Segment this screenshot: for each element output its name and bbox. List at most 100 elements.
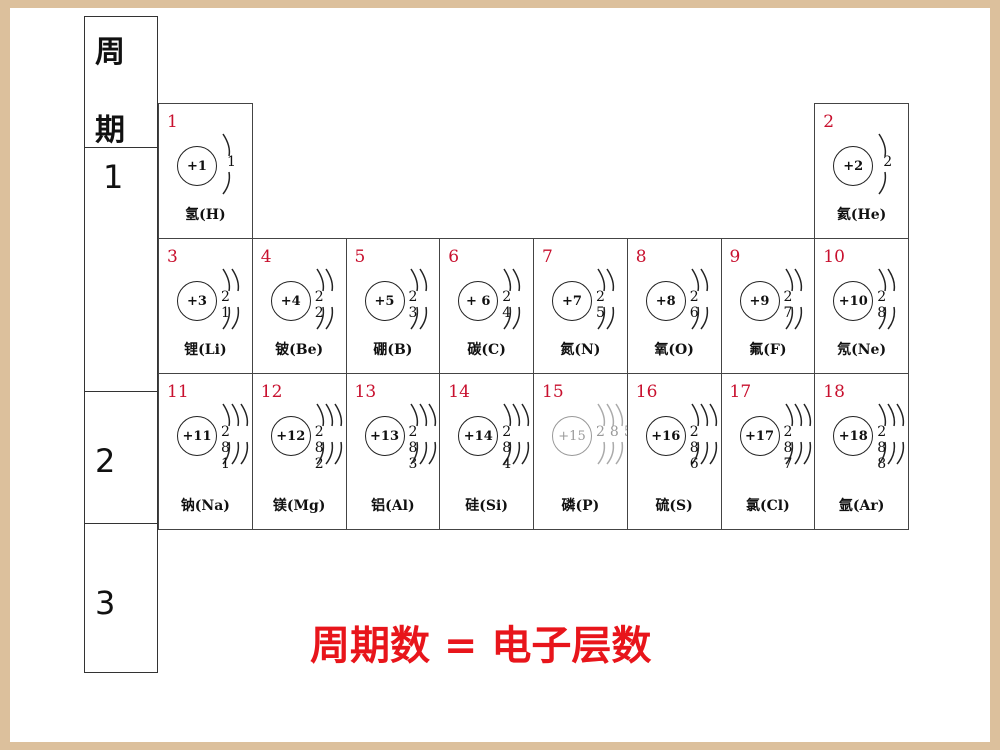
electron-shell-arc	[325, 403, 333, 427]
electron-shell-arcs	[597, 403, 624, 465]
nucleus-charge: +8	[645, 281, 686, 321]
element-name: 锂(Li)	[184, 342, 227, 358]
electron-shell-arc	[793, 403, 802, 427]
electron-shell-arc	[418, 403, 427, 427]
electron-shell-arc	[878, 306, 887, 330]
electron-shell-arc	[409, 403, 418, 427]
electron-shell-arc	[231, 306, 240, 330]
nucleus-charge: +1	[177, 146, 217, 186]
atomic-number: 5	[354, 247, 366, 267]
nucleus-charge: +16	[645, 416, 686, 456]
element-name: 氢(H)	[185, 207, 226, 223]
electron-shell-arc	[427, 403, 436, 427]
electron-counts: 2 8 6	[689, 424, 704, 472]
electron-shell-arc	[231, 268, 240, 292]
element-name: 磷(P)	[561, 498, 600, 514]
electron-shell-arc	[606, 306, 615, 330]
period-column: 周 期 1 2 3	[84, 16, 160, 673]
electron-shell-arc	[334, 441, 342, 465]
electron-shell-arc	[802, 441, 811, 465]
electron-shell-arc	[512, 268, 521, 292]
period-row-1: 1	[84, 147, 158, 392]
electron-shell-arc	[222, 403, 231, 427]
electron-shell-arc	[503, 403, 512, 427]
electron-shell-arc	[521, 441, 530, 465]
element-name: 氧(O)	[654, 342, 694, 358]
electron-shell-arc	[231, 441, 240, 465]
atomic-number: 10	[823, 247, 845, 267]
electron-shell-arc	[316, 441, 324, 465]
nucleus-charge: +17	[739, 416, 780, 456]
electron-shell-arc	[793, 268, 802, 292]
electron-shell-arc	[878, 133, 887, 157]
electron-shell-arc	[887, 268, 896, 292]
electron-counts: 2 8 3	[408, 424, 423, 472]
electron-shell-arcs	[409, 268, 427, 330]
electron-counts: 2 8 4	[502, 424, 517, 472]
electron-shell-arc	[409, 441, 418, 465]
nucleus-charge: +11	[177, 416, 217, 456]
nucleus-charge: +7	[552, 281, 592, 321]
electron-counts: 1	[227, 154, 241, 170]
nucleus-charge: + 6	[458, 281, 499, 321]
atomic-number: 16	[635, 382, 658, 402]
atomic-number: 3	[167, 247, 178, 267]
nucleus-charge: +10	[833, 281, 874, 321]
electron-shell-arc	[240, 441, 249, 465]
element-name: 碳(C)	[467, 342, 506, 358]
element-name: 氖(Ne)	[837, 342, 887, 358]
electron-shell-arcs	[878, 133, 887, 195]
nucleus-charge: +12	[270, 416, 311, 456]
electron-counts: 2 4	[502, 289, 517, 321]
atomic-number: 4	[260, 247, 272, 267]
nucleus-charge: +14	[458, 416, 499, 456]
element-name: 镁(Mg)	[272, 498, 326, 514]
nucleus-charge: +18	[833, 416, 874, 456]
electron-shell-arc	[606, 403, 615, 427]
electron-counts: 2 3	[408, 289, 423, 321]
electron-shell-arc	[597, 306, 606, 330]
nucleus-charge: +3	[177, 281, 217, 321]
electron-shell-arc	[878, 441, 887, 465]
electron-shell-arcs	[222, 268, 240, 330]
nucleus-charge: +9	[739, 281, 780, 321]
electron-shell-arc	[793, 306, 802, 330]
electron-shell-arc	[700, 441, 708, 465]
atomic-number: 14	[448, 382, 470, 402]
period-header: 周 期	[84, 16, 158, 148]
electron-shell-arc	[597, 403, 606, 427]
electron-shell-arc	[325, 268, 333, 292]
electron-shell-arc	[222, 133, 231, 157]
electron-shell-arc	[691, 403, 699, 427]
nucleus-charge: +13	[364, 416, 405, 456]
electron-shell-arcs	[784, 403, 811, 465]
atomic-number: 11	[167, 382, 189, 402]
electron-shell-arc	[887, 306, 896, 330]
electron-counts: 2 7	[783, 289, 798, 321]
electron-shell-arc	[231, 403, 240, 427]
electron-shell-arc	[784, 268, 793, 292]
electron-shell-arc	[878, 403, 887, 427]
atomic-number: 6	[448, 247, 460, 267]
electron-shell-arc	[700, 306, 708, 330]
electron-counts: 2 8 2	[314, 424, 329, 472]
period-row-2: 2	[84, 391, 158, 524]
electron-shell-arcs	[597, 268, 615, 330]
electron-shell-arc	[316, 403, 324, 427]
electron-shell-arc	[316, 306, 324, 330]
period-number-1: 1	[103, 158, 124, 196]
electron-shell-arcs	[691, 403, 717, 465]
electron-shell-arcs	[503, 268, 521, 330]
atomic-number: 18	[823, 382, 845, 402]
period-row-3: 3	[84, 523, 158, 673]
electron-shell-arc	[418, 306, 427, 330]
atomic-number: 12	[260, 382, 283, 402]
electron-shell-arcs	[222, 133, 231, 195]
electron-shell-arc	[691, 441, 699, 465]
